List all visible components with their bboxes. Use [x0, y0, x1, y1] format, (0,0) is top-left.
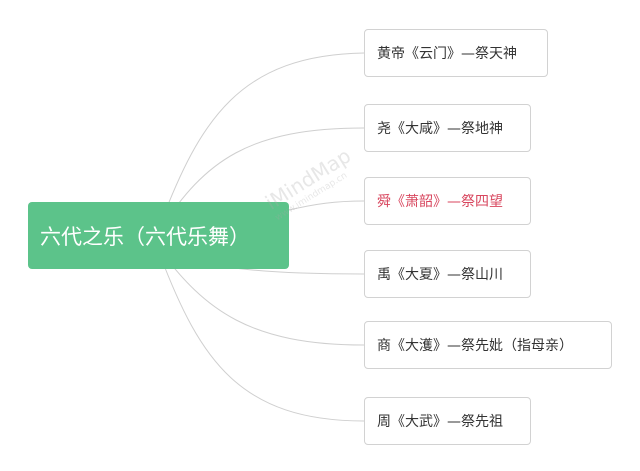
central-topic-label: 六代之乐（六代乐舞）: [40, 224, 250, 249]
connector-line: [288, 200, 365, 211]
branch-label: 尧《大咸》—祭地神: [377, 121, 503, 137]
branch-node-daxia[interactable]: 禹《大夏》—祭山川: [364, 250, 531, 298]
branch-label: 黄帝《云门》—祭天神: [377, 46, 517, 62]
connector-line: [159, 249, 365, 346]
central-topic-node[interactable]: 六代之乐（六代乐舞）: [28, 202, 289, 269]
branch-node-dawu[interactable]: 周《大武》—祭先祖: [364, 397, 531, 445]
branch-label: 禹《大夏》—祭山川: [377, 267, 503, 283]
branch-node-yunmen[interactable]: 黄帝《云门》—祭天神: [364, 29, 548, 77]
branch-node-dahuo[interactable]: 商《大濩》—祭先妣（指母亲）: [364, 321, 612, 369]
connector-line: [159, 254, 365, 422]
branch-label: 周《大武》—祭先祖: [377, 414, 503, 430]
branch-node-daxian[interactable]: 尧《大咸》—祭地神: [364, 104, 531, 152]
branch-label: 舜《萧韶》—祭四望: [377, 194, 503, 210]
branch-label: 商《大濩》—祭先妣（指母亲）: [377, 338, 573, 354]
connector-line: [159, 52, 365, 226]
branch-node-xiaoshao[interactable]: 舜《萧韶》—祭四望: [364, 177, 531, 225]
